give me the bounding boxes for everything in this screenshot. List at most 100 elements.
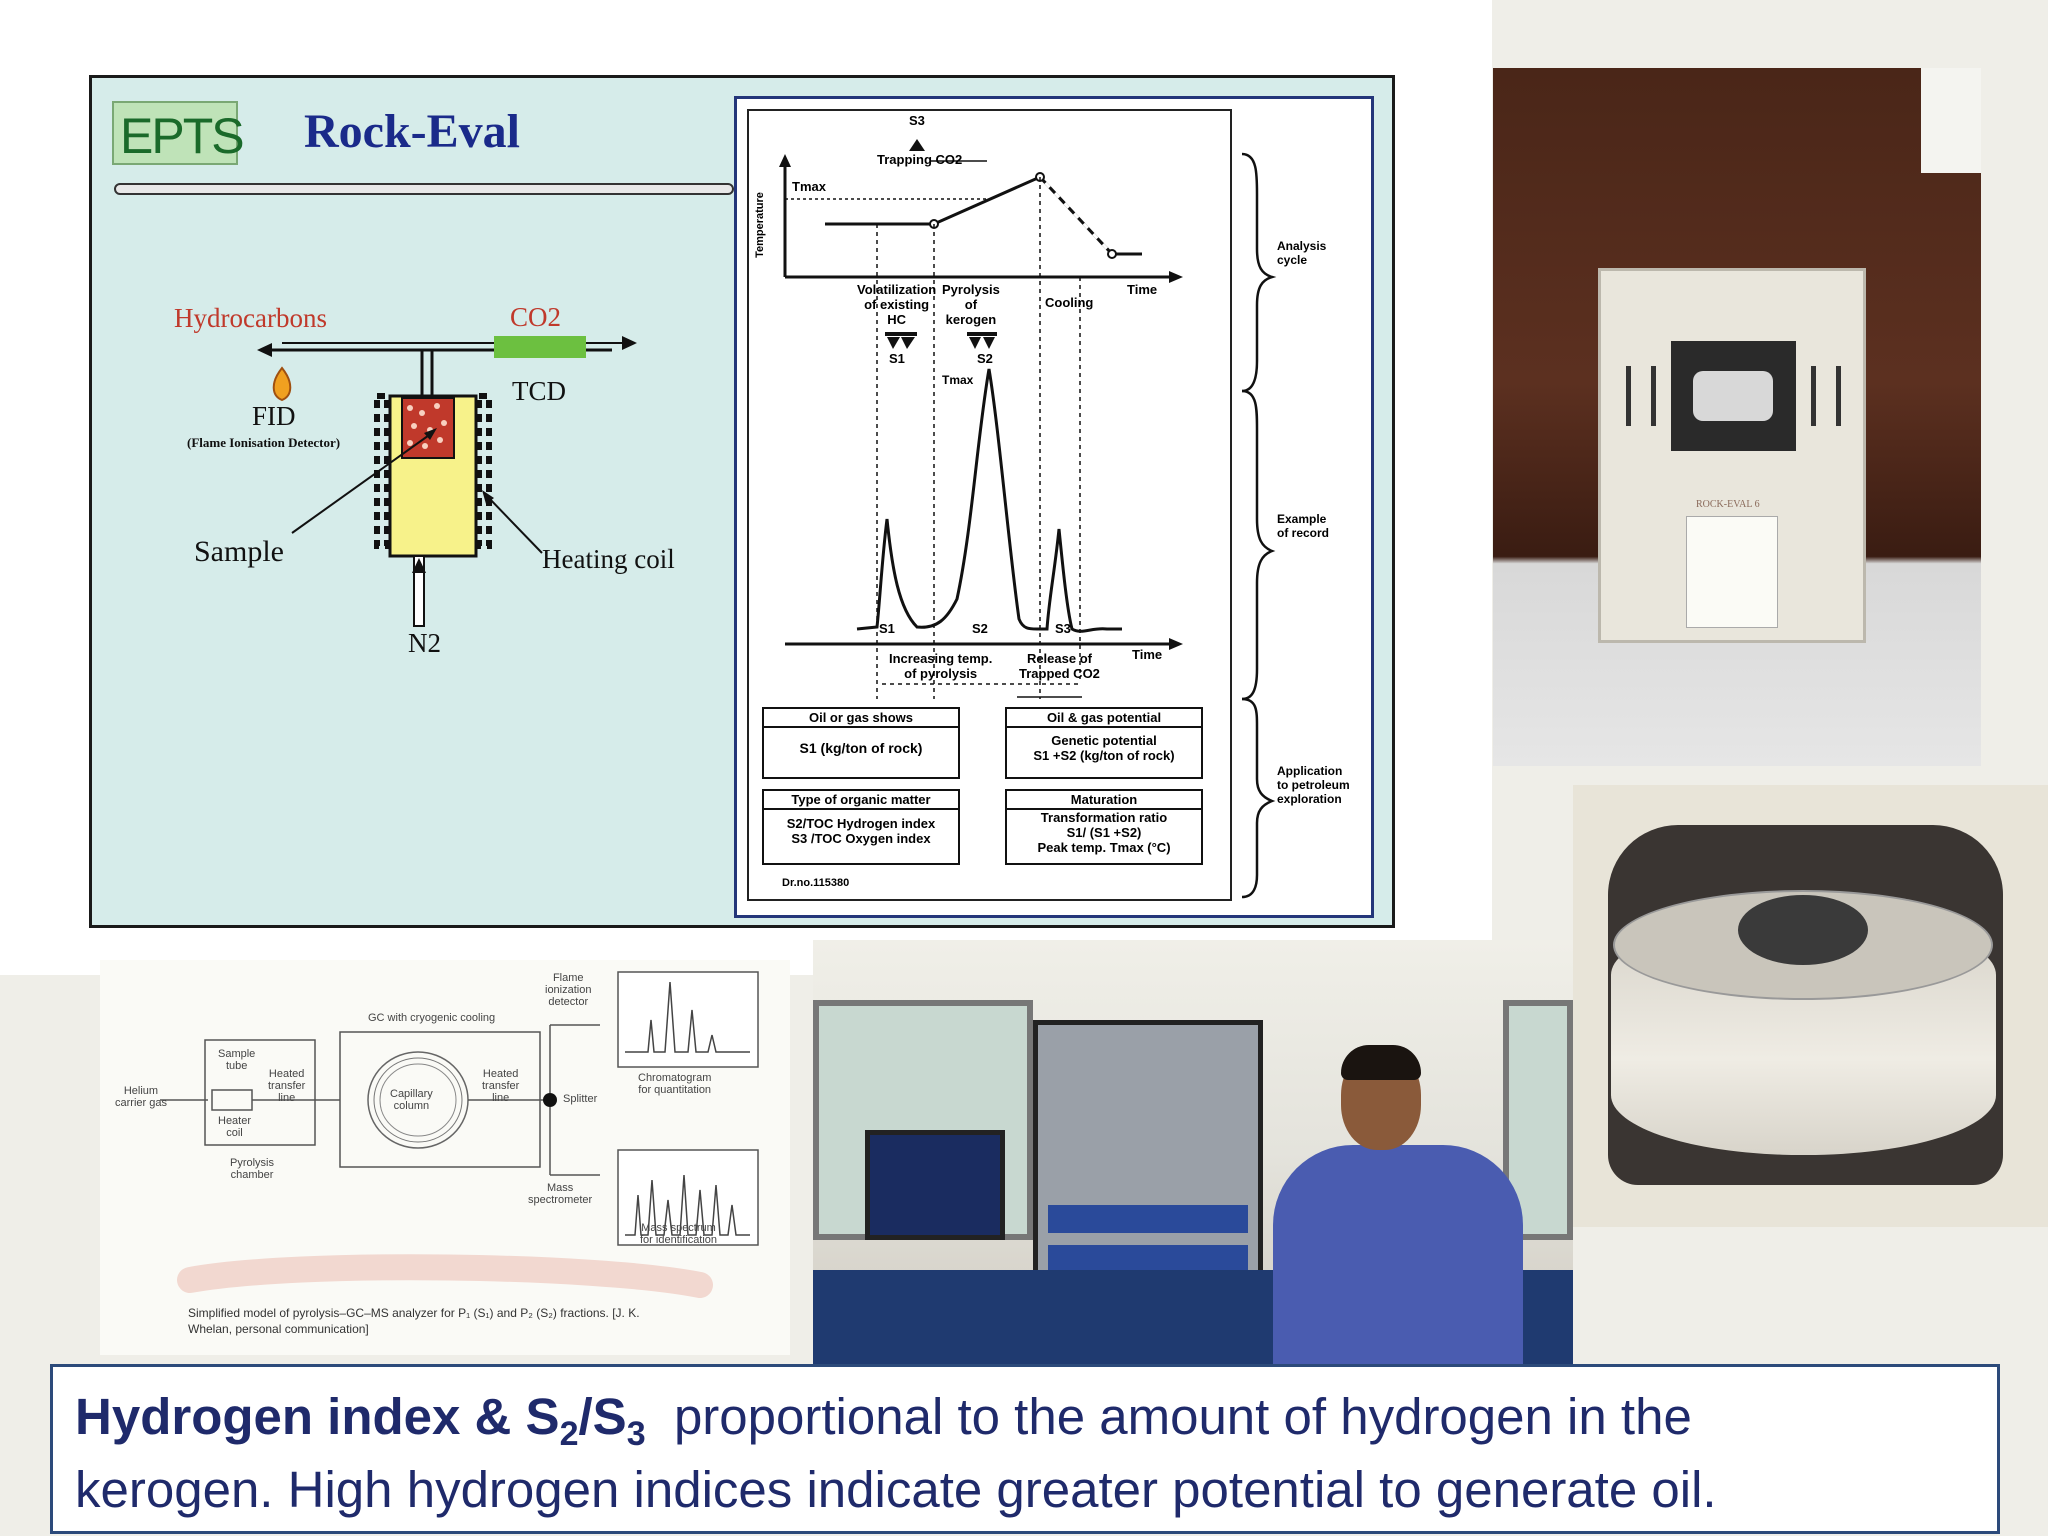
volatilization-line-3: HC — [887, 312, 906, 327]
gcms-caption-line-1: Simplified model of pyrolysis–GC–MS anal… — [188, 1306, 640, 1320]
instrument-slots-right — [1811, 366, 1841, 426]
s1-arrow-label: S1 — [889, 351, 905, 366]
box-oil-gas-potential: Oil & gas potential Genetic potential S1… — [1005, 707, 1203, 779]
gcms-mass-spectrum: Mass spectrum for identification — [640, 1222, 717, 1246]
tmax-peak-label: Tmax — [942, 373, 974, 387]
gcms-heated-transfer-2: Heated transfer line — [482, 1068, 519, 1104]
analysis-line-2: cycle — [1277, 253, 1308, 267]
example-line-1: Example — [1277, 512, 1327, 526]
gcms-heated-transfer-2-line-2: transfer — [482, 1080, 520, 1092]
gcms-flame-line-3: detector — [548, 996, 589, 1008]
label-fid: FID — [252, 401, 296, 431]
application-label: Application to petroleum exploration — [1277, 764, 1350, 806]
instrument-cabinet: ROCK-EVAL 6 — [1598, 268, 1866, 643]
lab-photo — [813, 940, 1573, 1365]
lab-instrument-panel-2 — [1048, 1245, 1248, 1273]
instrument-photo: ROCK-EVAL 6 — [1493, 68, 1981, 766]
volatilization-line-1: Volatilization — [857, 282, 937, 297]
analysis-cycle-label: Analysis cycle — [1277, 239, 1326, 267]
gcms-heated-transfer-line-3: line — [278, 1092, 296, 1104]
s3-top-label: S3 — [909, 113, 925, 128]
gcms-flame-detector: Flame ionization detector — [545, 972, 591, 1008]
temperature-axis-label: Temperature — [753, 192, 766, 258]
time-axis-label: Time — [1127, 282, 1158, 297]
gcms-pyrolysis-chamber: Pyrolysis chamber — [230, 1157, 274, 1181]
volatilization-line-2: of existing — [864, 297, 930, 312]
caption-sub-2: 2 — [559, 1415, 579, 1454]
increasing-line-2: of pyrolysis — [904, 666, 978, 681]
gcms-capillary-line-2: column — [393, 1100, 430, 1112]
increasing-label: Increasing temp. of pyrolysis — [889, 651, 992, 681]
label-tcd: TCD — [512, 376, 566, 406]
gcms-heated-transfer: Heated transfer line — [268, 1068, 305, 1104]
apparatus-schematic — [257, 336, 637, 627]
gcms-gc-cooling: GC with cryogenic cooling — [368, 1012, 496, 1024]
lab-monitor — [865, 1130, 1005, 1240]
cooling-label: Cooling — [1045, 295, 1094, 310]
caption-slash: /S — [578, 1388, 627, 1445]
gcms-heater-coil-line-2: coil — [226, 1127, 243, 1139]
box-s1-kg: S1 (kg/ton of rock) — [799, 740, 923, 756]
box-oil-gas-potential-title: Oil & gas potential — [1007, 709, 1201, 728]
caption-line-1: Hydrogen index & S2/S3 proportional to t… — [75, 1389, 1975, 1462]
tmax-label: Tmax — [792, 179, 826, 194]
gcms-diagram: Helium carrier gas Sample tube Heated tr… — [100, 960, 790, 1355]
rock-eval-title: Rock-Eval — [304, 105, 520, 158]
application-line-1: Application — [1277, 764, 1343, 778]
gcms-pyrolysis-chamber-line-2: chamber — [230, 1169, 274, 1181]
s2-peak-label: S2 — [972, 621, 988, 636]
analysis-line-1: Analysis — [1277, 239, 1327, 253]
gcms-spectrum-line-1: Mass spectrum — [641, 1222, 716, 1234]
gcms-chromatogram: Chromatogram for quantitation — [638, 1072, 711, 1096]
box-transformation-line-1: Transformation ratio — [1040, 810, 1168, 825]
gcms-capillary: Capillary column — [390, 1088, 433, 1112]
pyrolysis-line-3: kerogen — [945, 312, 997, 327]
release-label: Release of Trapped CO2 — [1019, 651, 1100, 681]
instrument-label: ROCK-EVAL 6 — [1696, 499, 1760, 510]
caption-line-2: kerogen. High hydrogen indices indicate … — [75, 1461, 1717, 1519]
cycle-diagram-inner — [747, 109, 1232, 901]
gcms-spectrum-line-2: for identification — [640, 1234, 718, 1246]
gcms-splitter: Splitter — [563, 1093, 598, 1105]
caption-box: Hydrogen index & S2/S3 proportional to t… — [50, 1364, 2000, 1534]
box-oil-gas-shows: Oil or gas shows S1 (kg/ton of rock) — [762, 707, 960, 779]
gcms-pyrolysis-chamber-line-1: Pyrolysis — [230, 1157, 275, 1169]
caption-sub-3: 3 — [626, 1415, 646, 1454]
lab-window-right — [1503, 1000, 1573, 1240]
pyrolysis-line-2: of — [964, 297, 978, 312]
instrument-slots-left — [1626, 366, 1656, 426]
caption-bold: Hydrogen index & S — [75, 1388, 560, 1445]
wall-frame — [1921, 68, 1981, 173]
label-heating-coil: Heating coil — [542, 544, 675, 574]
instrument-sticker — [1686, 516, 1778, 628]
gcms-sample-tube-line-2: tube — [225, 1060, 248, 1072]
pyrolysis-label: Pyrolysis of kerogen — [942, 282, 1000, 327]
label-n2: N2 — [408, 628, 441, 658]
caption-rest: proportional to the amount of hydrogen i… — [645, 1388, 1692, 1445]
box-hi-line: S2/TOC Hydrogen index — [786, 816, 936, 831]
rock-eval-panel: EPTS Rock-Eval — [89, 75, 1395, 928]
gcms-heated-transfer-2-line-1: Heated — [482, 1068, 519, 1080]
person-hair — [1341, 1045, 1421, 1080]
carousel-photo — [1573, 785, 2048, 1227]
release-line-2: Trapped CO2 — [1019, 666, 1100, 681]
gcms-sample-tube-line-1: Sample — [218, 1048, 256, 1060]
gcms-heater-coil-line-1: Heater — [218, 1115, 252, 1127]
instrument-carousel — [1693, 371, 1773, 421]
gcms-schematic — [160, 971, 759, 1298]
gcms-flame-line-2: ionization — [545, 984, 592, 996]
box-genetic-line-1: Genetic potential — [1051, 733, 1157, 748]
box-maturation-title: Maturation — [1007, 791, 1201, 810]
gcms-helium: Helium carrier gas — [115, 1085, 167, 1109]
gcms-chromatogram-line-1: Chromatogram — [638, 1072, 712, 1084]
label-hydrocarbons: Hydrocarbons — [174, 303, 327, 333]
volatilization-label: Volatilization of existing HC — [857, 282, 936, 327]
gcms-capillary-line-1: Capillary — [390, 1088, 433, 1100]
lab-instrument-panel-1 — [1048, 1205, 1248, 1233]
gcms-ms-line-2: spectrometer — [528, 1194, 593, 1206]
box-transformation-line-2: S1/ (S1 +S2) — [1066, 825, 1142, 840]
gcms-chromatogram-line-2: for quantitation — [638, 1084, 712, 1096]
gcms-helium-line-1: Helium — [123, 1085, 159, 1097]
gcms-heated-transfer-line-2: transfer — [268, 1080, 306, 1092]
title-rule — [114, 183, 734, 195]
